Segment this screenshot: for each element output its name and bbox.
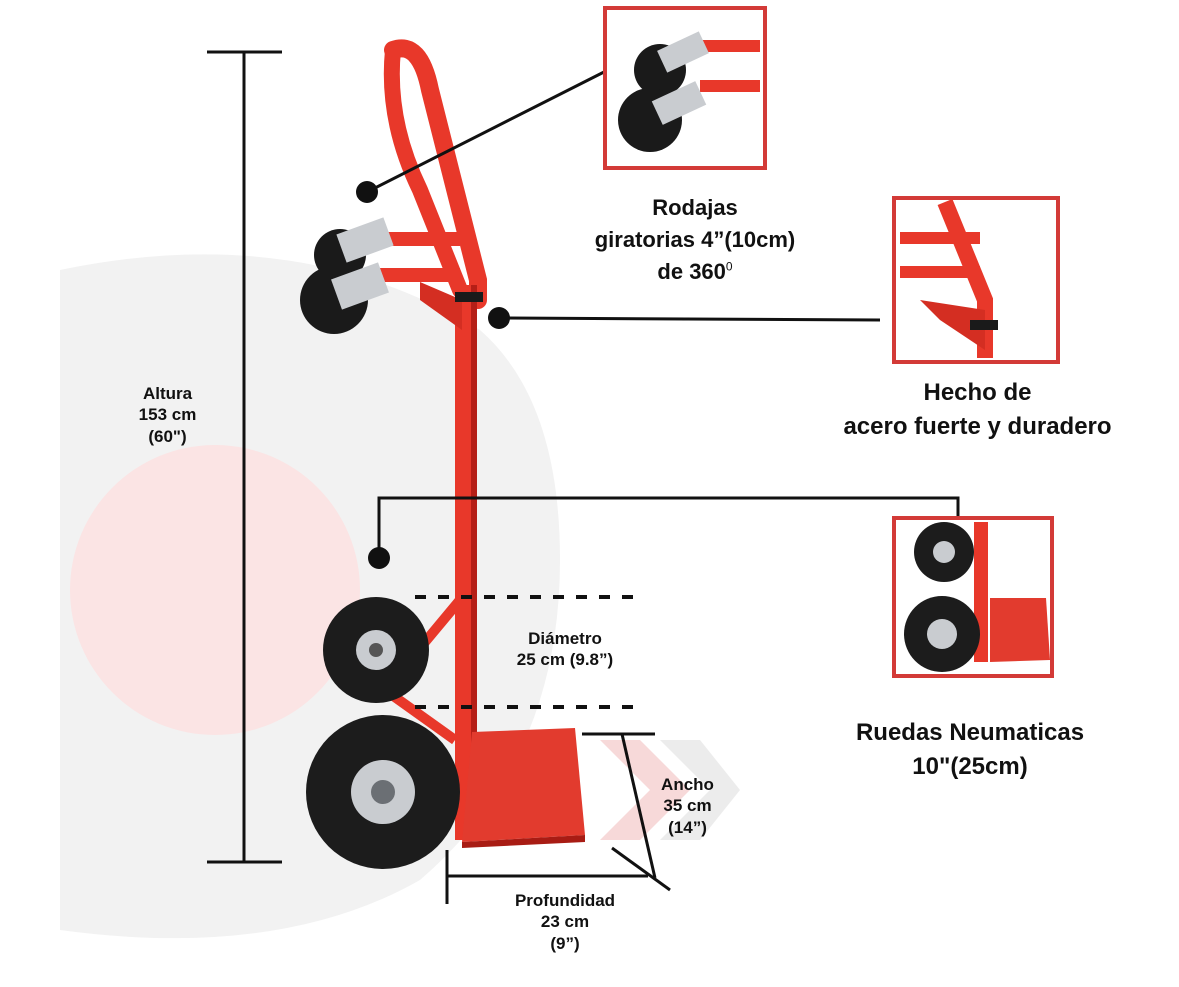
inset-wheels	[892, 516, 1054, 678]
height-label: Altura 153 cm (60")	[138, 384, 197, 446]
width-label: Ancho 35 cm (14”)	[661, 775, 714, 837]
inset-casters	[603, 6, 767, 170]
callout-dots	[356, 181, 510, 569]
steel-label: Hecho de acero fuerte y duradero	[843, 379, 1112, 440]
diameter-label: Diámetro 25 cm (9.8”)	[516, 629, 614, 670]
hand-truck	[380, 39, 585, 848]
width-depth-dimension-lines	[445, 732, 671, 904]
height-dimension-line	[207, 50, 282, 864]
inset-steel	[892, 196, 1060, 364]
caster-wheels	[300, 217, 394, 334]
diameter-dotted-lines	[415, 595, 640, 709]
casters-label: Rodajas giratorias 4”(10cm) de 3600	[594, 195, 796, 284]
wheels-label: Ruedas Neumaticas 10"(25cm)	[855, 719, 1085, 780]
pneumatic-wheels	[306, 597, 460, 869]
depth-label: Profundidad 23 cm (9”)	[514, 891, 616, 953]
callout-lines	[366, 70, 960, 556]
